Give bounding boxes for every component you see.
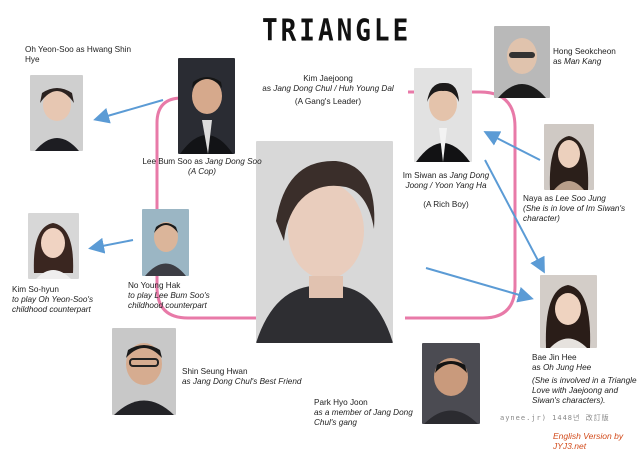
- photo-kim-jaejoong: [256, 141, 393, 343]
- photo-lee-bum-soo: [178, 58, 235, 154]
- label-line: (A Gang's Leader): [294, 97, 362, 106]
- label-line: (A Cop): [188, 167, 216, 176]
- label-line: Kim Jaejoong: [303, 74, 353, 83]
- label-line: Hye: [25, 55, 40, 64]
- label-naya: Naya as Lee Soo Jung (She is in love of …: [523, 194, 625, 224]
- label-line: as Jang Dong Chul's Best Friend: [182, 377, 302, 386]
- label-line: as: [532, 363, 541, 372]
- label-line: Oh Yeon-Soo as Hwang Shin: [25, 45, 132, 54]
- label-line: (She is in love of Im Siwan's: [523, 204, 626, 213]
- photo-park-hyo-joon: [422, 343, 480, 424]
- label-shin-seung-hwan: Shin Seung Hwan as Jang Dong Chul's Best…: [182, 367, 301, 387]
- diagram-title: TRIANGLE: [262, 14, 412, 49]
- label-line: character): [523, 214, 560, 223]
- label-line: Park Hyo Joon: [314, 398, 368, 407]
- label-bae-jin-hee: Bae Jin Hee as Oh Jung Hee (She is invol…: [532, 353, 637, 406]
- label-kim-so-hyun: Kim So-hyun to play Oh Yeon-Soo's childh…: [12, 285, 93, 315]
- photo-hong-seokcheon: [494, 26, 550, 98]
- label-park-hyo-joon: Park Hyo Joon as a member of Jang Dong C…: [314, 398, 413, 428]
- photo-oh-yeon-soo: [30, 75, 83, 151]
- label-line: (A Rich Boy): [423, 200, 469, 209]
- photo-naya: [544, 124, 594, 190]
- label-im-siwan: Im Siwan as Jang Dong Joong / Yoon Yang …: [393, 171, 499, 210]
- role-name: Jang Dong Chul / Huh Young Dal: [273, 84, 394, 93]
- label-line: as: [553, 57, 562, 66]
- credit-line: JYJ3.net: [553, 441, 587, 451]
- role-name: Oh Jung Hee: [542, 363, 592, 372]
- label-line: Love with Jaejoong and: [532, 386, 619, 395]
- arrow-center-to-baejinhee: [425, 267, 534, 303]
- label-line: Siwan's characters).: [532, 396, 606, 405]
- role-name: Lee Soo Jung: [555, 194, 606, 203]
- label-no-young-hak: No Young Hak to play Lee Bum Soo's child…: [128, 281, 210, 311]
- label-oh-yeon-soo: Oh Yeon-Soo as Hwang Shin Hye: [25, 45, 131, 65]
- label-line: Hong Seokcheon: [553, 47, 616, 56]
- role-name: Jang Dong: [449, 171, 490, 180]
- label-line: Kim So-hyun: [12, 285, 59, 294]
- photo-no-young-hak: [142, 209, 189, 276]
- label-line: Lee Bum Soo as: [142, 157, 203, 166]
- watermark: aynee.jr) 1448년 改訂版: [500, 414, 610, 422]
- label-line: No Young Hak: [128, 281, 181, 290]
- label-line: Naya as: [523, 194, 554, 203]
- label-lee-bum-soo: Lee Bum Soo as Jang Dong Soo (A Cop): [138, 157, 266, 177]
- label-kim-jaejoong: Kim Jaejoong as Jang Dong Chul / Huh You…: [247, 74, 409, 107]
- label-line: Chul's gang: [314, 418, 357, 427]
- label-line: Im Siwan as: [402, 171, 448, 180]
- label-line: childhood counterpart: [128, 301, 207, 310]
- credit: English Version by JYJ3.net: [553, 431, 623, 451]
- photo-shin-seung-hwan: [112, 328, 176, 415]
- label-line: as a member of Jang Dong: [314, 408, 413, 417]
- credit-line: English Version by: [553, 431, 624, 441]
- arrow-noyounghak-to-kimsohyun: [88, 237, 134, 254]
- label-line: (She is involved in a Triangle: [532, 376, 637, 385]
- label-line: childhood counterpart: [12, 305, 91, 314]
- arrow-leebumsoo-to-ohyeonsoo: [93, 99, 164, 124]
- label-line: to play Lee Bum Soo's: [128, 291, 210, 300]
- role-name: Jang Dong Soo: [205, 157, 262, 166]
- label-line: as: [262, 84, 271, 93]
- label-line: to play Oh Yeon-Soo's: [12, 295, 94, 304]
- role-name: Man Kang: [563, 57, 602, 66]
- photo-im-siwan: [414, 68, 472, 162]
- label-line: Shin Seung Hwan: [182, 367, 248, 376]
- role-name: Joong / Yoon Yang Ha: [405, 181, 487, 190]
- photo-kim-so-hyun: [28, 213, 79, 279]
- photo-bae-jin-hee: [540, 275, 597, 348]
- arrow-naya-to-imsiwan: [483, 131, 541, 161]
- label-line: Bae Jin Hee: [532, 353, 577, 362]
- label-hong-seokcheon: Hong Seokcheon as Man Kang: [553, 47, 616, 67]
- arrow-imsiwan-to-baejinhee: [484, 159, 545, 274]
- pink-connector-frame: [155, 96, 258, 320]
